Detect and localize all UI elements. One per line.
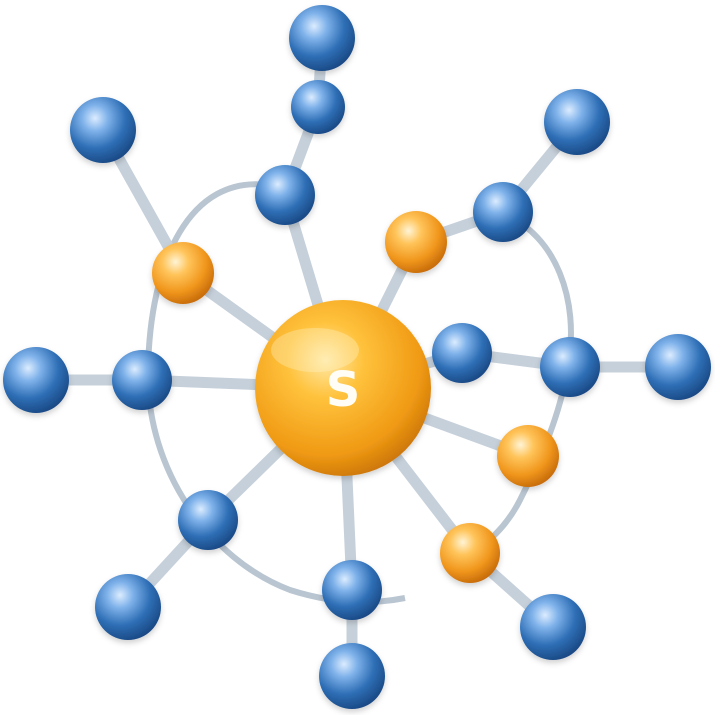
- blue-node: [112, 350, 172, 410]
- blue-node: [473, 182, 533, 242]
- outer-node-group: [3, 5, 711, 709]
- orange-node: [152, 242, 214, 304]
- blue-node: [322, 560, 382, 620]
- blue-node: [319, 643, 385, 709]
- hub-highlight: [271, 328, 359, 372]
- blue-node: [544, 89, 610, 155]
- orange-node: [385, 211, 447, 273]
- blue-node: [432, 323, 492, 383]
- blue-node: [520, 594, 586, 660]
- hub-label: S: [326, 362, 361, 418]
- blue-node: [289, 5, 355, 71]
- blue-node: [3, 347, 69, 413]
- right-ring: [463, 212, 574, 559]
- orange-node: [497, 425, 559, 487]
- hub-node: S: [255, 300, 431, 476]
- orange-node: [440, 523, 500, 583]
- blue-node: [95, 574, 161, 640]
- middle-node-group: [112, 80, 600, 620]
- blue-node: [291, 80, 345, 134]
- blue-node: [540, 337, 600, 397]
- blue-node: [178, 490, 238, 550]
- blue-node: [70, 97, 136, 163]
- blue-node: [645, 334, 711, 400]
- blue-node: [255, 165, 315, 225]
